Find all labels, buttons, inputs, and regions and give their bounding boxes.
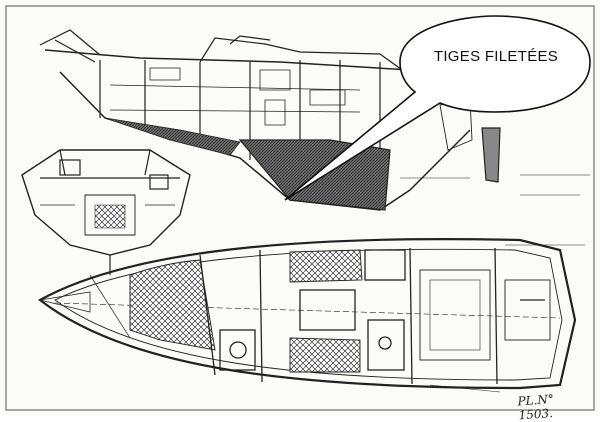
callout-bubble (284, 15, 591, 201)
sheet-border (5, 5, 595, 411)
plan-view (38, 237, 585, 393)
callout-label: TIGES FILETÉES (433, 48, 559, 65)
cross-section-view (21, 149, 191, 275)
plan-number-label: PL.N° 1503. (517, 391, 555, 422)
